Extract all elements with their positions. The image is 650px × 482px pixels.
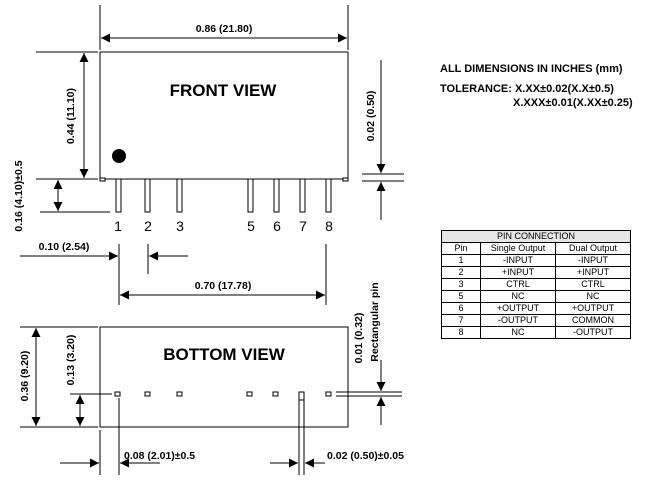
front-view-title: FRONT VIEW <box>170 81 278 100</box>
bottom-pin-width-dim: 0.02 (0.50)±0.05 <box>327 450 404 462</box>
pin-label: 5 <box>247 218 255 234</box>
pin-pitch-dim: 0.08 (2.01)±0.5 <box>124 450 195 462</box>
cell-dual: +INPUT <box>555 266 631 279</box>
front-view-pins <box>115 178 332 213</box>
units-note: ALL DIMENSIONS IN INCHES (mm) <box>440 63 623 75</box>
front-width-dim: 0.86 (21.80) <box>196 23 253 35</box>
cell-single: -OUTPUT <box>480 314 556 327</box>
cell-pin: 8 <box>441 326 481 339</box>
cell-single: +OUTPUT <box>480 302 556 315</box>
front-view-body <box>99 51 349 180</box>
pin-connection-table: PIN CONNECTION Pin Single Output Dual Ou… <box>441 230 631 339</box>
table-row: 7 -OUTPUT COMMON <box>441 314 631 327</box>
cell-pin: 1 <box>441 254 481 267</box>
cell-pin: 5 <box>441 290 481 303</box>
front-height-dim: 0.44 (11.10) <box>65 88 77 144</box>
cell-single: -INPUT <box>480 254 556 267</box>
table-row: 6 +OUTPUT +OUTPUT <box>441 302 631 315</box>
bottom-view-pins <box>114 391 332 401</box>
tolerance-note-2: X.XXX±0.01(X.XX±0.25) <box>513 97 633 109</box>
table-row: 1 -INPUT -INPUT <box>441 254 631 267</box>
cell-single: NC <box>480 326 556 339</box>
cell-pin: 7 <box>441 314 481 327</box>
pin-length-dim: 0.16 (4.10)±0.5 <box>13 160 25 231</box>
column-header: Dual Output <box>555 242 631 255</box>
pin-label: 8 <box>325 218 333 234</box>
front-pin-width-dim: 0.02 (0.50) <box>365 91 377 142</box>
table-caption: PIN CONNECTION <box>441 230 631 243</box>
pin-label: 6 <box>273 218 281 234</box>
pin1-marker-dot <box>112 149 126 163</box>
edge-spacing-dim: 0.10 (2.54) <box>39 241 90 253</box>
pin-shape-label: Rectangular pin <box>369 282 381 361</box>
table-row: 3 CTRL CTRL <box>441 278 631 291</box>
column-header: Pin <box>441 242 481 255</box>
bottom-height-dim: 0.36 (9.20) <box>19 351 31 402</box>
pin-span-dim: 0.70 (17.78) <box>195 280 252 292</box>
cell-dual: COMMON <box>555 314 631 327</box>
table-row: 8 NC -OUTPUT <box>441 326 631 339</box>
cell-dual: NC <box>555 290 631 303</box>
pin-offset-dim: 0.13 (3.20) <box>65 335 77 386</box>
pin-label: 3 <box>176 218 184 234</box>
cell-single: +INPUT <box>480 266 556 279</box>
pin-label: 7 <box>299 218 307 234</box>
pin-thickness-dim: 0.01 (0.32) <box>353 313 365 364</box>
cell-dual: CTRL <box>555 278 631 291</box>
pin-label: 1 <box>114 218 122 234</box>
pin-label: 2 <box>144 218 152 234</box>
front-pin-labels: 1 2 3 5 6 7 8 <box>114 218 333 234</box>
tolerance-note-1: TOLERANCE: X.XX±0.02(X.X±0.5) <box>440 83 614 95</box>
bottom-view-title: BOTTOM VIEW <box>163 345 285 364</box>
table-row: 5 NC NC <box>441 290 631 303</box>
cell-pin: 6 <box>441 302 481 315</box>
bottom-view-body <box>99 326 349 428</box>
cell-single: NC <box>480 290 556 303</box>
column-header: Single Output <box>480 242 556 255</box>
table-row: 2 +INPUT +INPUT <box>441 266 631 279</box>
cell-dual: -OUTPUT <box>555 326 631 339</box>
cell-dual: +OUTPUT <box>555 302 631 315</box>
cell-single: CTRL <box>480 278 556 291</box>
cell-dual: -INPUT <box>555 254 631 267</box>
cell-pin: 2 <box>441 266 481 279</box>
cell-pin: 3 <box>441 278 481 291</box>
